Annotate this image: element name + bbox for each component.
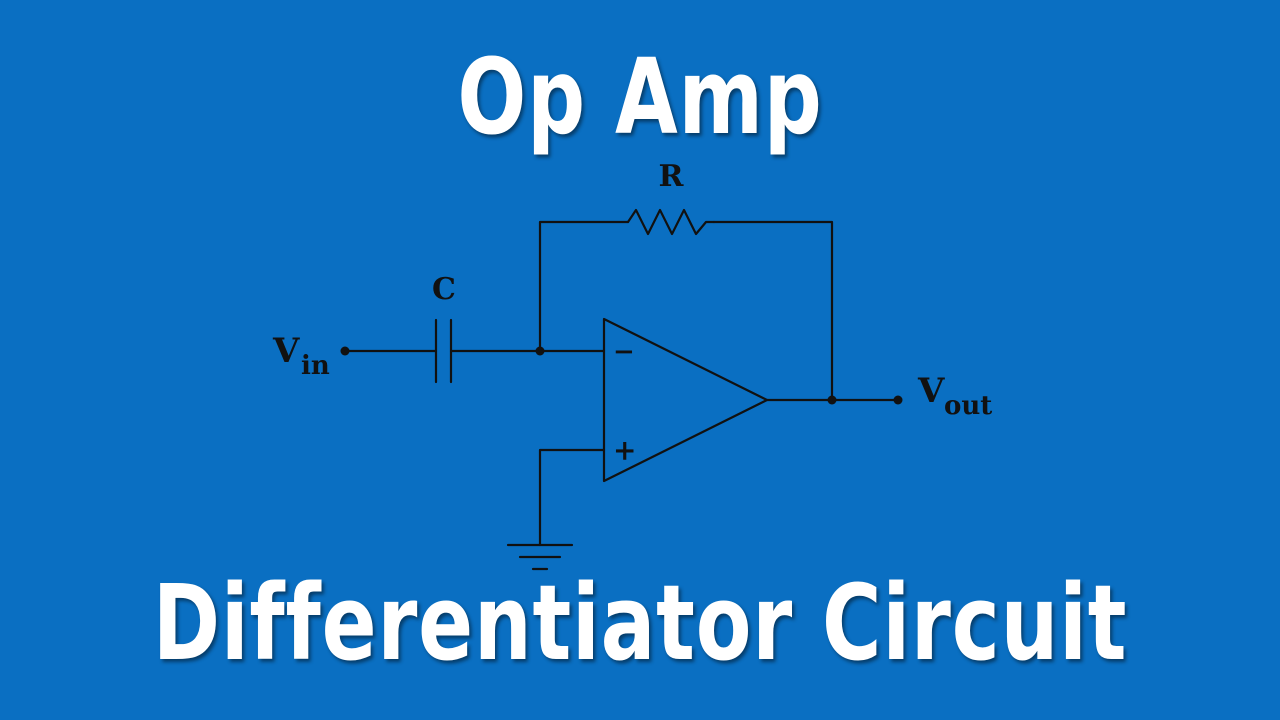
output-voltage-label-main: V	[917, 371, 945, 411]
feedback-right-wire	[712, 220, 834, 402]
capacitor-symbol	[434, 318, 453, 384]
input-voltage-label: V in	[272, 331, 330, 381]
output-voltage-label: V out	[917, 371, 992, 421]
title-op-amp: Op Amp	[457, 36, 823, 158]
output-node-dot	[827, 395, 837, 405]
feedback-left-wire	[538, 220, 630, 353]
inverting-input-symbol: −	[613, 337, 635, 367]
title-differentiator-circuit: Differentiator Circuit	[152, 562, 1128, 684]
input-voltage-label-main: V	[272, 331, 300, 371]
output-voltage-label-sub: out	[944, 391, 992, 421]
op-amp-triangle	[602, 317, 769, 483]
capacitor-label: C	[432, 272, 456, 307]
noninverting-input-symbol: +	[613, 434, 636, 467]
ground-icon	[506, 543, 574, 571]
resistor-symbol	[626, 208, 716, 236]
resistor-label: R	[659, 159, 685, 194]
input-voltage-label-sub: in	[301, 351, 330, 381]
output-terminal-dot	[893, 395, 903, 405]
noninverting-to-ground-wire	[538, 448, 606, 547]
